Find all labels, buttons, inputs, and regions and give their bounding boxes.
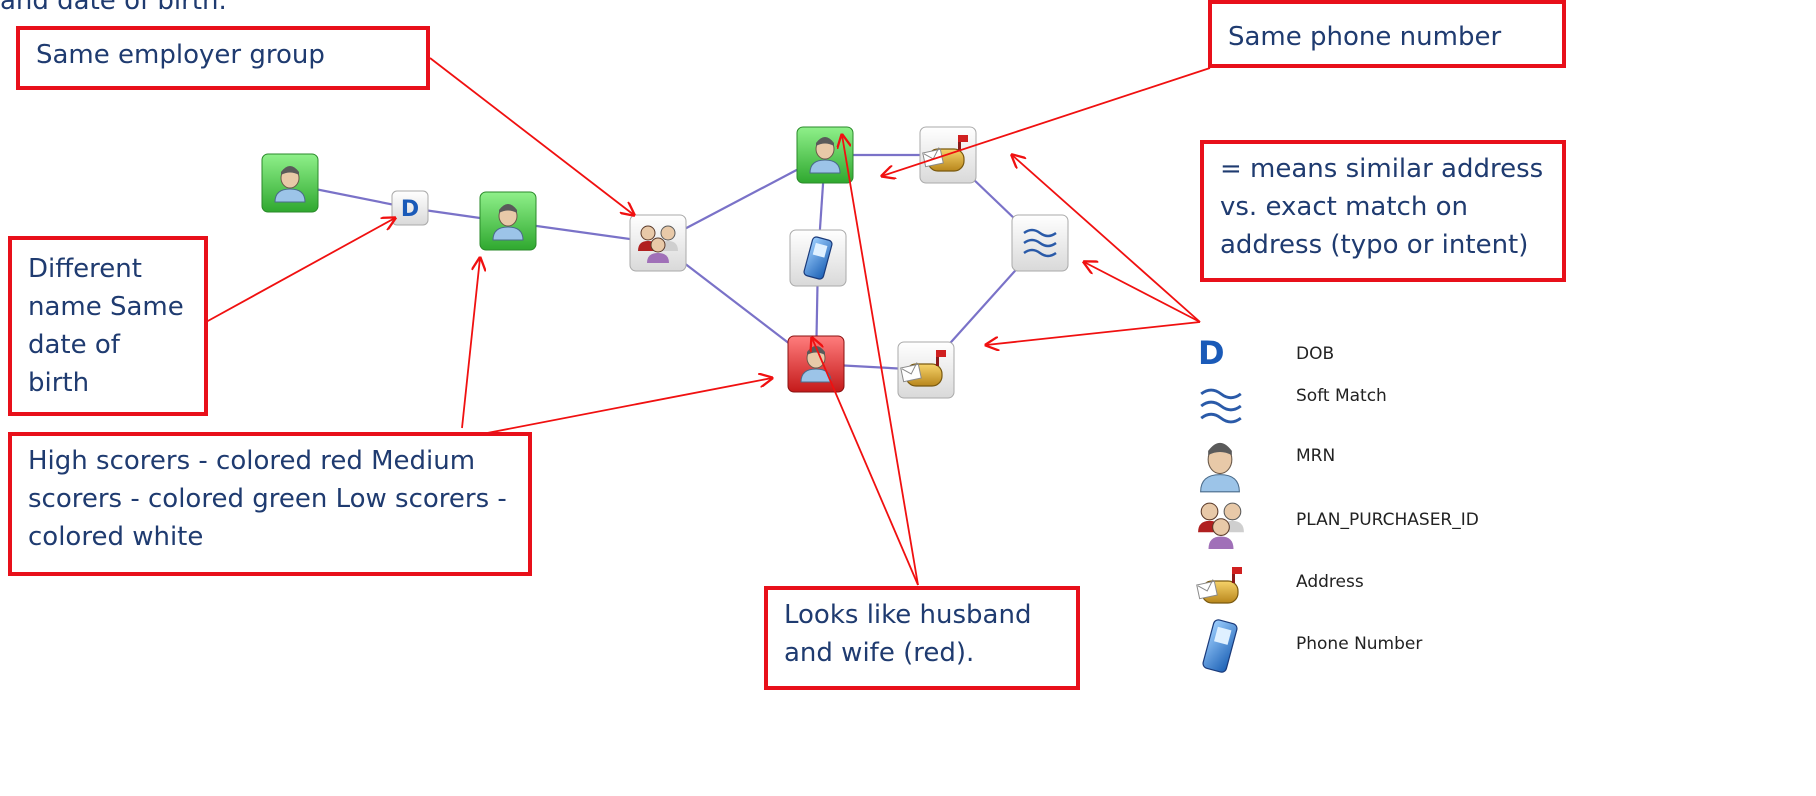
arrow-employer-to-group bbox=[429, 57, 634, 215]
callout-text: High scorers - colored red Medium scorer… bbox=[28, 446, 507, 552]
arrow-address-bottom bbox=[986, 321, 1201, 345]
mrn-node-medium[interactable] bbox=[261, 153, 319, 213]
arrow-phone-to-link bbox=[882, 67, 1211, 176]
arrow-address-soft bbox=[1084, 262, 1201, 323]
arrow-couple-bottom bbox=[812, 338, 919, 586]
phone-icon bbox=[1202, 619, 1238, 673]
legend-label-soft-match: Soft Match bbox=[1296, 386, 1387, 406]
arrow-dob bbox=[205, 218, 395, 323]
plan-purchaser-group-icon bbox=[1198, 502, 1244, 549]
callout-text: Different name Same date of birth bbox=[28, 254, 184, 398]
arrow-score-red bbox=[481, 378, 772, 435]
mrn-node-medium[interactable] bbox=[479, 191, 537, 251]
callout-different-name: Different name Same date of birth bbox=[8, 236, 208, 416]
callout-score-colors: High scorers - colored red Medium scorer… bbox=[8, 432, 532, 576]
mrn-person-icon bbox=[1200, 442, 1240, 493]
callout-same-employer: Same employer group bbox=[16, 26, 430, 90]
soft-match-node[interactable] bbox=[1011, 214, 1069, 272]
callout-similar-address: = means similar address vs. exact match … bbox=[1200, 140, 1566, 282]
legend-label-plan-purchaser: PLAN_PURCHASER_ID bbox=[1296, 510, 1479, 530]
dob-icon: D bbox=[1198, 334, 1225, 370]
legend-label-address: Address bbox=[1296, 572, 1364, 592]
address-node[interactable] bbox=[897, 341, 955, 399]
phone-node[interactable] bbox=[789, 229, 847, 287]
dob-node[interactable]: D bbox=[391, 190, 429, 226]
arrow-address-top bbox=[1012, 155, 1201, 323]
legend-label-dob: DOB bbox=[1296, 344, 1335, 364]
svg-text:D: D bbox=[1198, 334, 1225, 370]
callout-text: Same employer group bbox=[36, 40, 325, 70]
soft-match-icon bbox=[1200, 388, 1242, 424]
arrow-score-green bbox=[461, 258, 480, 429]
callout-text: Looks like husband and wife (red). bbox=[784, 600, 1032, 668]
intro-text-fragment: and date of birth. bbox=[0, 0, 227, 16]
annotation-arrows bbox=[205, 57, 1211, 586]
mrn-node-high[interactable] bbox=[787, 335, 845, 393]
plan-purchaser-node[interactable] bbox=[629, 214, 687, 272]
callout-text: Same phone number bbox=[1228, 22, 1502, 52]
callout-text: = means similar address vs. exact match … bbox=[1220, 154, 1544, 260]
legend-label-phone: Phone Number bbox=[1296, 634, 1423, 654]
mailbox-address-icon bbox=[1196, 567, 1242, 604]
legend-label-mrn: MRN bbox=[1296, 446, 1336, 466]
dob-icon: D bbox=[401, 197, 419, 222]
callout-husband-wife: Looks like husband and wife (red). bbox=[764, 586, 1080, 690]
callout-same-phone: Same phone number bbox=[1208, 0, 1566, 68]
arrow-couple-top bbox=[842, 135, 919, 586]
graph-nodes: D bbox=[261, 126, 1069, 399]
